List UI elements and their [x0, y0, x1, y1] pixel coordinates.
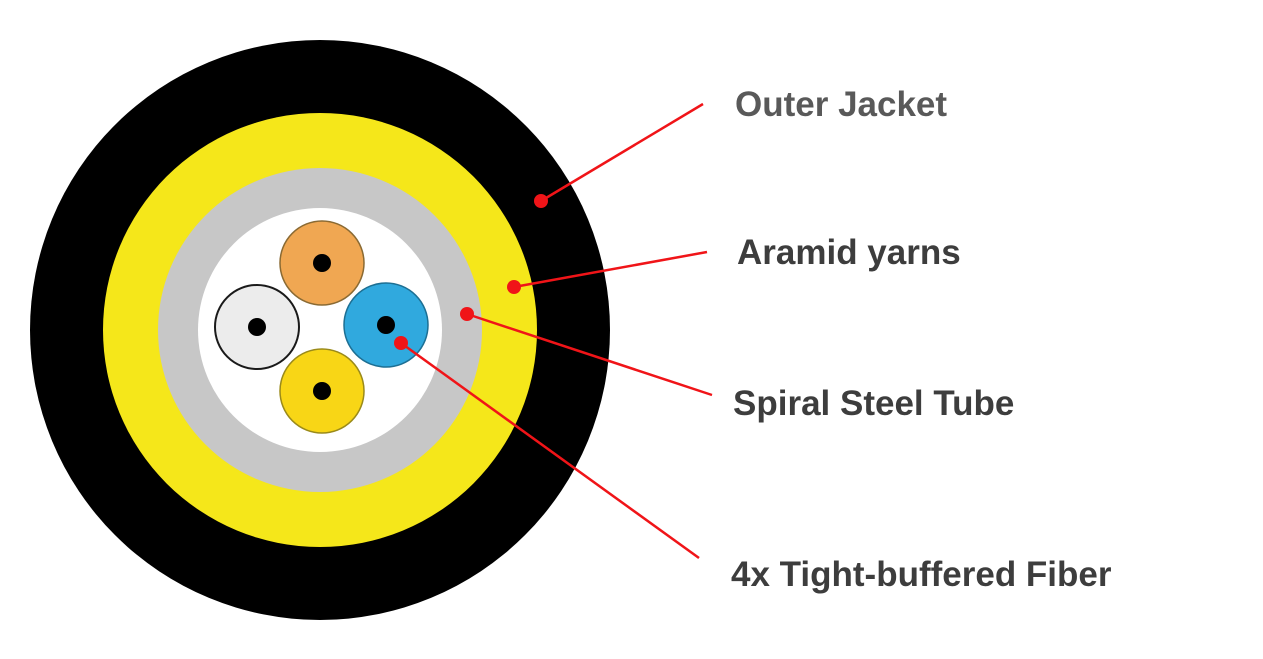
leader-line-outer-jacket	[540, 102, 704, 203]
fiber-blue-core-dot	[377, 316, 395, 334]
anchor-dot-tight-buffered-fiber	[394, 336, 408, 350]
fiber-yellow-core-dot	[313, 382, 331, 400]
label-outer-jacket: Outer Jacket	[735, 85, 948, 124]
fiber-yellow	[279, 348, 365, 434]
leader-line-tight-buffered-fiber	[400, 341, 700, 560]
label-tight-buffered-fiber: 4x Tight-buffered Fiber	[731, 555, 1112, 594]
anchor-dot-aramid-yarns	[507, 280, 521, 294]
anchor-dot-spiral-steel-tube	[460, 307, 474, 321]
label-aramid-yarns: Aramid yarns	[737, 233, 961, 272]
fiber-white-core-dot	[248, 318, 266, 336]
anchor-dot-outer-jacket	[534, 194, 548, 208]
fiber-orange-core-dot	[313, 254, 331, 272]
fiber-orange	[279, 220, 365, 306]
label-spiral-steel-tube: Spiral Steel Tube	[733, 384, 1015, 423]
core-area	[198, 208, 442, 452]
fiber-white	[214, 284, 300, 370]
leader-line-spiral-steel-tube	[466, 312, 713, 397]
leader-line-aramid-yarns	[513, 250, 708, 289]
